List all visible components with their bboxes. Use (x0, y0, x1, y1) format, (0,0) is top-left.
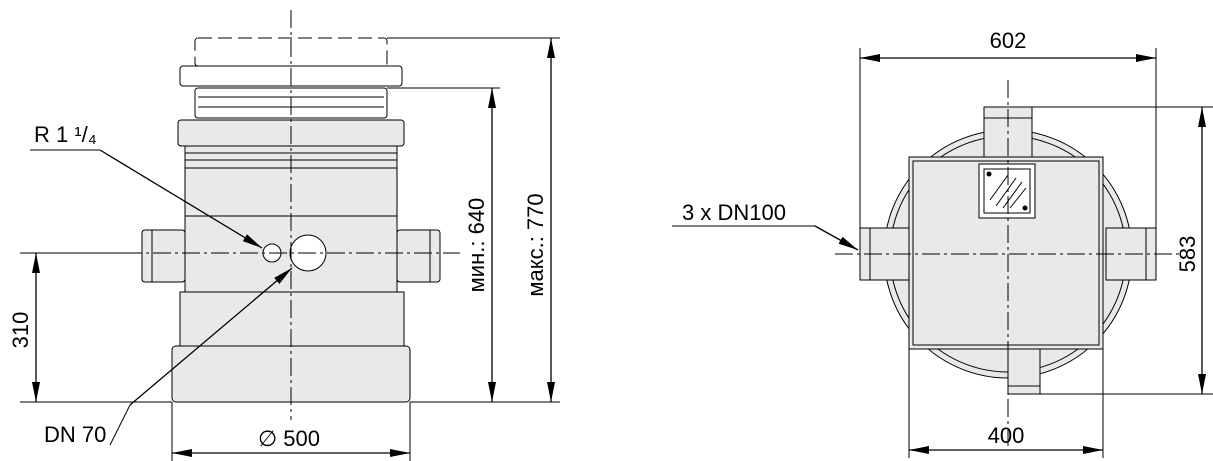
dn70-label: DN 70 (44, 422, 106, 447)
height-310-label: 310 (8, 312, 33, 349)
cover-400-label: 400 (988, 423, 1025, 448)
width-602-label: 602 (990, 28, 1027, 53)
right-inlet-pipe (396, 229, 441, 283)
side-view: R 1 ¹/₄ DN 70 ∅ 500 310 мин.: 640 макс.:… (8, 10, 560, 461)
max-height-label: макс.: 770 (523, 193, 548, 296)
square-cover-inner (912, 160, 1100, 346)
left-inlet-pipe (141, 229, 186, 283)
bottom-outlet-pipe (1007, 347, 1041, 395)
thread-size-label: R 1 ¹/₄ (34, 122, 97, 147)
grate-icon (978, 163, 1036, 219)
top-view: 602 583 400 3 x DN100 (672, 28, 1213, 458)
min-height-label: мин.: 640 (464, 198, 489, 293)
inlets-label: 3 x DN100 (682, 200, 786, 225)
diameter-label: ∅ 500 (258, 426, 320, 451)
lower-body (179, 291, 405, 347)
depth-583-label: 583 (1175, 236, 1200, 273)
